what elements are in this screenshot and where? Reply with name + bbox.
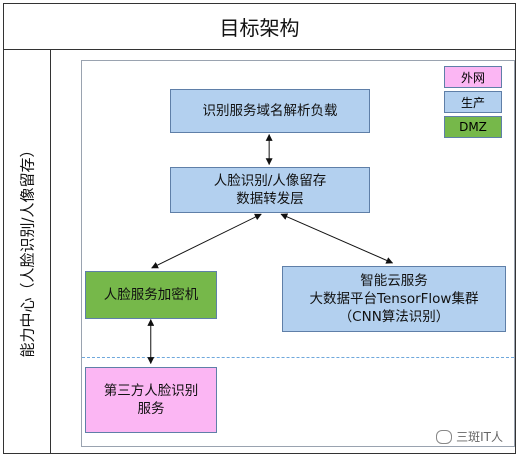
node-third-party-line1: 第三方人脸识别 [103,382,199,399]
node-cloud-service: 智能云服务 大数据平台TensorFlow集群 （CNN算法识别） [282,266,506,332]
node-forwarding-line2: 数据转发层 [236,191,304,207]
side-label: 能力中心（人脸识别/人像留存） [18,142,37,358]
node-load-balancer: 识别服务域名解析负载 [170,89,370,133]
node-cloud-line1: 智能云服务 [360,272,428,289]
legend-dmz: DMZ [444,116,502,138]
diagram-title: 目标架构 [4,4,515,50]
legend-production: 生产 [444,91,502,113]
architecture-area: 外网 生产 DMZ 识别服务域名解析负载 人脸识别/人像留存 数据转发层 人脸服… [81,60,515,447]
node-encryption-machine: 人脸服务加密机 [85,271,217,319]
diagram-canvas: 外网 生产 DMZ 识别服务域名解析负载 人脸识别/人像留存 数据转发层 人脸服… [51,50,515,453]
watermark-text: 三斑IT人 [456,430,503,444]
legend-external-network: 外网 [444,66,502,88]
wechat-icon [436,429,453,444]
node-third-party-line2: 服务 [137,401,165,417]
node-forwarding-line1: 人脸识别/人像留存 [213,172,327,189]
side-panel: 能力中心（人脸识别/人像留存） [4,50,51,453]
node-cloud-line2: 大数据平台TensorFlow集群 [309,290,479,307]
arrow-forwarding-to-cloud [280,213,394,264]
node-third-party-service: 第三方人脸识别 服务 [85,367,217,433]
zone-divider [82,357,514,358]
node-forwarding-layer: 人脸识别/人像留存 数据转发层 [170,167,370,213]
node-cloud-line3: （CNN算法识别） [338,309,450,326]
arrow-forwarding-to-encryption [151,213,262,269]
watermark: 三斑IT人 [436,428,503,445]
diagram-frame: 目标架构 能力中心（人脸识别/人像留存） 外网 生产 DMZ 识别服务域名解析负… [3,3,516,454]
